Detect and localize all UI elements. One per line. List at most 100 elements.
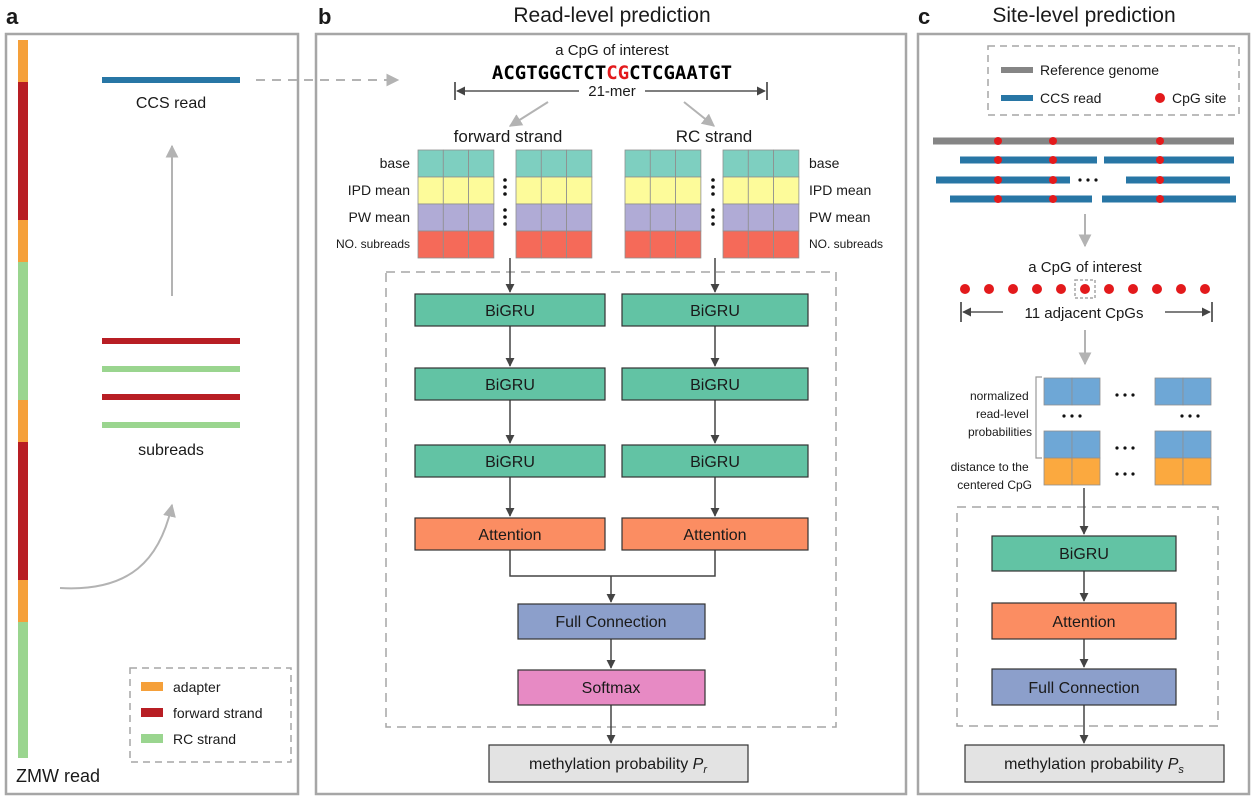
adjacent-cpg-dot <box>1128 284 1138 294</box>
legend-adapter-label: adapter <box>173 679 221 695</box>
read-full-connection-label: Full Connection <box>555 614 666 631</box>
right-bigru-1-box <box>621 293 809 327</box>
feature-matrix-forward-start <box>417 149 495 259</box>
adjacent-cpg-dot <box>1032 284 1042 294</box>
legend-forward-swatch <box>141 708 163 717</box>
feature-matrix-rc-end <box>722 149 800 259</box>
right-bigru-1-label: BiGRU <box>690 303 740 320</box>
site-matrix-ellipsis <box>1062 393 1200 476</box>
feature-cell <box>515 176 542 205</box>
forward-strand-label: forward strand <box>454 127 563 146</box>
right-bigru-3-label: BiGRU <box>690 454 740 471</box>
feature-cell <box>773 149 800 178</box>
panel-a: a ZMW read CCS read subreads adap <box>4 4 300 796</box>
feature-cell <box>515 149 542 178</box>
cpg-site-markers <box>994 137 1164 203</box>
legend-cpg-swatch <box>1155 93 1165 103</box>
site-matrix-cell <box>1071 430 1101 459</box>
feature-cell <box>468 176 495 205</box>
feature-cell <box>566 149 593 178</box>
feature-label-left-subreads: NO. subreads <box>336 237 410 251</box>
left-bigru-2-box <box>414 367 606 401</box>
panel-b-frame <box>314 32 908 796</box>
site-cpg-of-interest-label: a CpG of interest <box>1028 259 1142 276</box>
read-level-output-label: methylation probability Pr <box>529 756 708 776</box>
feature-cell <box>773 203 800 232</box>
legend-adapter-swatch <box>141 682 163 691</box>
feature-cell <box>773 176 800 205</box>
panel-a-frame <box>4 32 300 796</box>
panel-a-letter: a <box>6 4 19 29</box>
feature-cell <box>675 176 702 205</box>
feature-cell <box>468 203 495 232</box>
adjacent-span <box>960 302 1213 322</box>
zmw-read-label: ZMW read <box>16 766 100 786</box>
feature-label-right-ipd: IPD mean <box>809 182 871 198</box>
adjacent-cpg-dot <box>960 284 970 294</box>
feature-label-right-base: base <box>809 155 840 171</box>
feature-cell <box>747 203 774 232</box>
read-level-connectors <box>505 258 720 744</box>
kmer-span <box>454 82 768 100</box>
adjacent-cpg-dot <box>1008 284 1018 294</box>
adjacent-cpg-dot <box>984 284 994 294</box>
feature-cell <box>417 203 444 232</box>
feature-cell <box>442 149 469 178</box>
cpg-of-interest-label: a CpG of interest <box>555 42 669 59</box>
distance-label: distance to the centered CpG <box>951 460 1032 492</box>
left-bigru-1-label: BiGRU <box>485 303 535 320</box>
site-attention-label: Attention <box>1052 614 1115 631</box>
legend-cpg-label: CpG site <box>1172 90 1227 106</box>
legend-forward-label: forward strand <box>173 705 262 721</box>
normalized-probabilities-label: normalized read-level probabilities <box>968 389 1032 439</box>
panel-c-frame <box>916 32 1251 796</box>
feature-cell <box>773 230 800 259</box>
subreads-label: subreads <box>138 442 204 459</box>
site-matrix-cell <box>1154 377 1184 406</box>
feature-cell <box>624 230 651 259</box>
panel-b: b Read-level prediction a CpG of interes… <box>314 4 908 796</box>
read-alignment <box>933 137 1236 203</box>
left-bigru-2-label: BiGRU <box>485 377 535 394</box>
zmw-read-bar <box>18 40 28 758</box>
feature-cell <box>649 176 676 205</box>
site-bigru-box <box>991 535 1177 572</box>
feature-cell <box>417 149 444 178</box>
feature-cell <box>624 176 651 205</box>
adjacent-cpg-dot <box>1080 284 1090 294</box>
panel-a-legend: adapter forward strand RC strand <box>129 667 292 763</box>
site-matrix-cell <box>1043 377 1073 406</box>
left-bigru-1-box <box>414 293 606 327</box>
read-level-output-box <box>488 744 749 783</box>
feature-cell <box>722 203 749 232</box>
adjacent-cpg-dot <box>1200 284 1210 294</box>
adjacent-cpg-dot <box>1056 284 1066 294</box>
feature-cell <box>649 203 676 232</box>
softmax-label: Softmax <box>582 680 641 697</box>
site-matrix-cell <box>1071 457 1101 486</box>
feature-label-left-pw: PW mean <box>349 209 410 225</box>
feature-cell <box>566 176 593 205</box>
zmw-to-subreads-arrow <box>59 503 176 590</box>
site-matrix-cell <box>1043 430 1073 459</box>
panel-c-legend: Reference genome CCS read CpG site <box>987 45 1240 116</box>
site-feature-matrix <box>1043 377 1212 486</box>
feature-cell <box>540 230 567 259</box>
feature-cell <box>515 230 542 259</box>
softmax-box <box>517 669 706 706</box>
feature-cell <box>417 176 444 205</box>
feature-cell <box>675 203 702 232</box>
adjacent-cpg-row <box>960 284 1210 294</box>
feature-cell <box>566 203 593 232</box>
feature-cell <box>540 176 567 205</box>
center-cpg-highlight <box>1074 279 1096 299</box>
feature-cell <box>675 230 702 259</box>
site-level-output-label: methylation probability Ps <box>1004 756 1184 776</box>
adjacent-cpg-dot <box>1152 284 1162 294</box>
feature-cell <box>747 230 774 259</box>
split-rc-arrow <box>683 101 716 127</box>
feature-cell <box>722 149 749 178</box>
feature-cell <box>442 176 469 205</box>
alignment-ellipsis <box>1078 178 1098 182</box>
site-matrix-cell <box>1043 457 1073 486</box>
